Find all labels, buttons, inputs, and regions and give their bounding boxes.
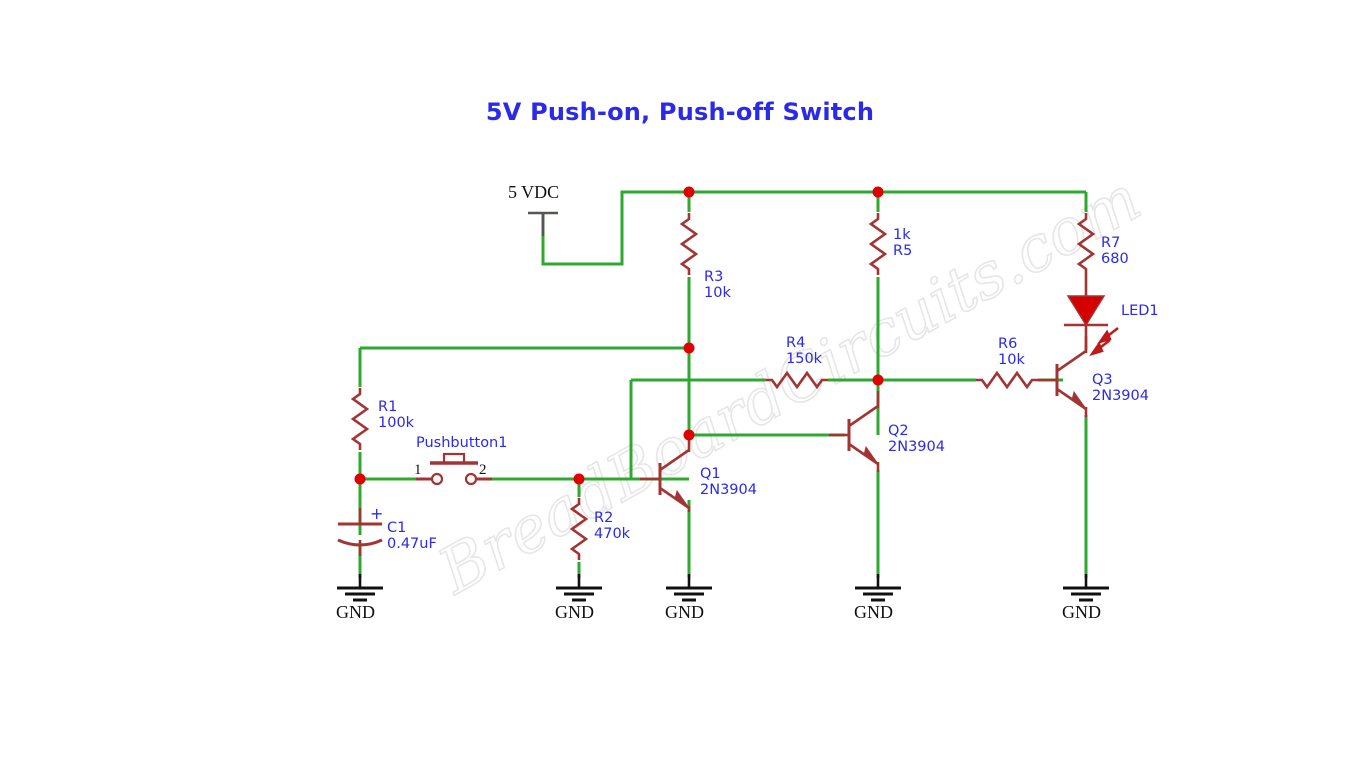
q1-ref: Q1 (700, 466, 721, 482)
r3-value: 10k (704, 285, 731, 301)
junction-dot (354, 473, 366, 485)
ground-symbol (1063, 574, 1109, 602)
q3-ref: Q3 (1092, 372, 1113, 388)
ground-symbol (855, 574, 901, 602)
r4-value: 150k (786, 351, 823, 367)
r6-value: 10k (998, 352, 1025, 368)
component-r5[interactable] (869, 211, 887, 277)
r5-ref: R5 (893, 243, 913, 259)
component-q1[interactable] (640, 435, 691, 512)
ground-label: GND (555, 602, 594, 622)
component-q2[interactable] (829, 391, 880, 472)
r2-value: 470k (594, 526, 631, 542)
junction-dot (683, 186, 695, 198)
ground-label: GND (1062, 602, 1101, 622)
junction-dots (354, 186, 884, 485)
led-emission-arrows (1089, 327, 1119, 357)
pushbutton-pin-2: 2 (479, 462, 487, 478)
c1-polarity: + (370, 504, 384, 523)
r3-ref: R3 (704, 269, 724, 285)
component-pushbutton1[interactable] (416, 452, 492, 486)
r7-value: 680 (1101, 251, 1129, 267)
junction-dot (683, 429, 695, 441)
junction-dot (573, 473, 585, 485)
component-r6[interactable] (974, 371, 1040, 389)
junction-dot (872, 374, 884, 386)
r5-value: 1k (893, 227, 911, 243)
ground-label: GND (665, 602, 704, 622)
ground-label: GND (336, 602, 375, 622)
q3-value: 2N3904 (1092, 388, 1149, 404)
r2-ref: R2 (594, 510, 614, 526)
page-title: 5V Push-on, Push-off Switch (485, 98, 875, 126)
ground-symbol (556, 574, 602, 602)
power-label: 5 VDC (508, 182, 560, 202)
r7-ref: R7 (1101, 235, 1121, 251)
ground-symbol (666, 574, 712, 602)
r1-value: 100k (378, 415, 415, 431)
component-q3[interactable] (1038, 336, 1088, 417)
q1-value: 2N3904 (700, 482, 757, 498)
component-r1[interactable] (351, 386, 369, 452)
q2-ref: Q2 (888, 423, 909, 439)
component-c1[interactable] (337, 508, 383, 556)
ground-label: GND (854, 602, 893, 622)
r4-ref: R4 (786, 335, 806, 351)
c1-ref: C1 (387, 520, 407, 536)
pushbutton-pin-1: 1 (414, 462, 422, 478)
c1-value: 0.47uF (387, 536, 437, 552)
power-terminal (528, 211, 558, 236)
r6-ref: R6 (998, 336, 1018, 352)
pushbutton-label: Pushbutton1 (416, 435, 508, 451)
component-led1[interactable] (1064, 275, 1119, 357)
led1-ref: LED1 (1121, 303, 1159, 319)
junction-dot (683, 342, 695, 354)
junction-dot (872, 186, 884, 198)
q2-value: 2N3904 (888, 439, 945, 455)
svg-text:BreadBoardCircuits.com: BreadBoardCircuits.com (426, 162, 1152, 609)
ground-symbols (337, 574, 1109, 602)
r1-ref: R1 (378, 399, 398, 415)
ground-symbol (337, 574, 383, 602)
component-r3[interactable] (680, 211, 698, 277)
watermark: BreadBoardCircuits.com (425, 161, 1153, 609)
